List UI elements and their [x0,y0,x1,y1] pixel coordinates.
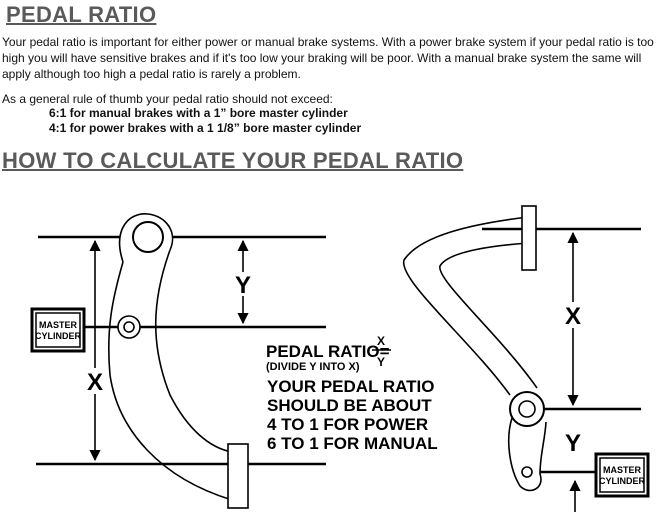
right-master-cylinder-label-1: MASTER [603,465,642,475]
left-pedal-pad [227,443,249,509]
recommendation-line-3: 4 TO 1 FOR POWER [267,415,428,434]
intro-paragraph: Your pedal ratio is important for either… [2,35,654,81]
right-y-label: Y [565,430,581,457]
left-pushrod-pin [123,321,135,333]
formula-label: PEDAL RATIO= [266,342,390,361]
left-pivot-bushing [132,221,164,253]
right-pushrod-pin [521,466,533,478]
left-master-cylinder-label-1: MASTER [39,320,78,330]
recommendation-line-2: SHOULD BE ABOUT [267,396,432,415]
right-pedal-diagram: X Y MASTER CYLINDER [403,205,650,512]
right-pivot-pin [518,400,536,418]
power-ratio-limit: 4:1 for power brakes with a 1 1/8” bore … [49,121,362,135]
right-master-cylinder-label-2: CYLINDER [599,476,646,486]
left-pedal-arm-outer [154,249,233,453]
right-x-label: X [565,303,581,330]
right-arm-inner [439,242,538,389]
formula-note: (DIVIDE Y INTO X) [266,361,360,373]
formula-block: PEDAL RATIO= X Y (DIVIDE Y INTO X) YOUR … [266,334,438,453]
left-master-cylinder-label-2: CYLINDER [35,331,82,341]
manual-ratio-limit: 6:1 for manual brakes with a 1” bore mas… [49,106,348,120]
left-x-label: X [87,369,103,396]
left-pedal-diagram: Y X MASTER CYLINDER [30,213,326,509]
rule-of-thumb: As a general rule of thumb your pedal ra… [2,92,333,106]
right-lower-arm [507,417,547,492]
recommendation-line-1: YOUR PEDAL RATIO [267,377,435,396]
right-arm-outer [403,216,529,396]
page-title: PEDAL RATIO [6,2,157,27]
left-pedal-arm-inner [107,261,233,501]
left-y-label: Y [235,272,251,299]
right-pedal-pad [521,205,537,271]
formula-denominator: Y [377,355,385,369]
recommendation-line-4: 6 TO 1 FOR MANUAL [267,434,438,453]
formula-numerator: X [377,334,385,348]
section-title: HOW TO CALCULATE YOUR PEDAL RATIO [2,148,464,173]
